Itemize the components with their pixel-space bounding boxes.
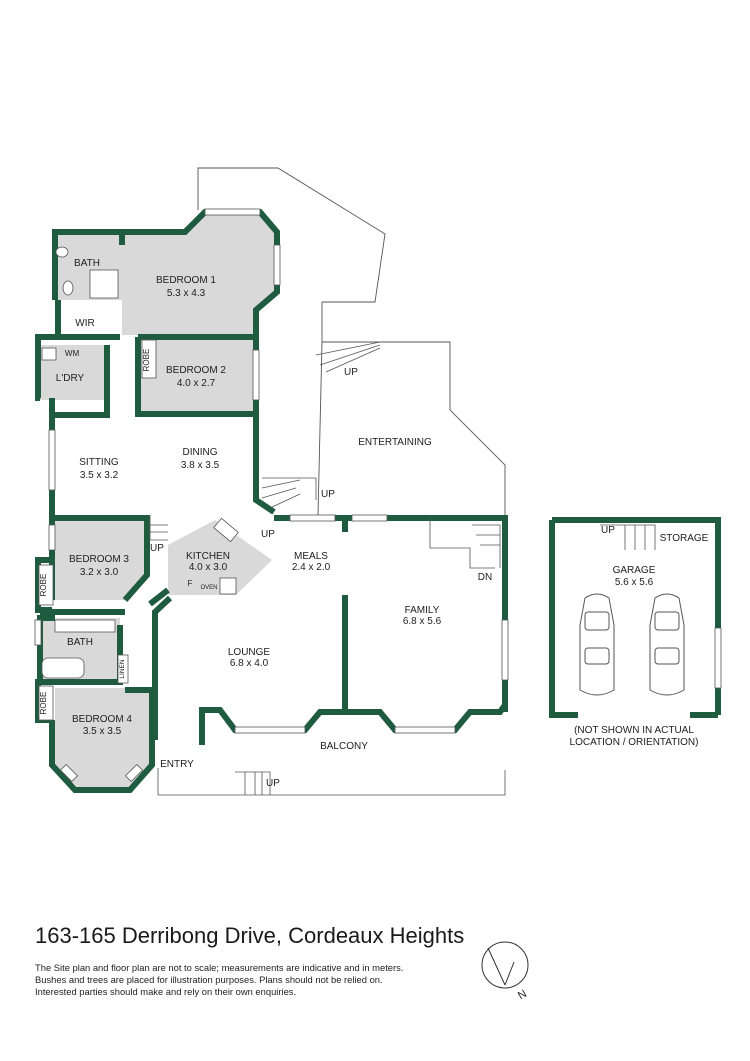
bedroom3-size: 3.2 x 3.0 (80, 567, 119, 578)
sink-icon (41, 347, 57, 361)
bedroom3-fill (55, 520, 145, 600)
vanity-icon (54, 619, 116, 633)
bedroom4-label: BEDROOM 4 (72, 714, 132, 725)
entertaining-up-label: UP (344, 367, 358, 378)
bedroom2-size: 4.0 x 2.7 (177, 378, 216, 389)
bath1-label: BATH (74, 258, 100, 269)
garage-label: GARAGE (613, 565, 656, 576)
bedroom4-fill (55, 688, 150, 788)
kitchen-size: 4.0 x 3.0 (189, 562, 228, 573)
entertaining-label: ENTERTAINING (358, 437, 432, 448)
meals-label: MEALS (294, 551, 328, 562)
disclaimer-line-1: The Site plan and floor plan are not to … (35, 962, 404, 973)
bedroom3-label: BEDROOM 3 (69, 554, 129, 565)
kitchen-sink-icon (213, 517, 239, 543)
bath-tub-icon (41, 657, 85, 679)
basin-icon (55, 246, 69, 258)
kitchen-label: KITCHEN (186, 551, 230, 562)
toilet-icon (62, 280, 74, 296)
cooktop-icon (219, 577, 237, 595)
garage-size: 5.6 x 5.6 (615, 577, 654, 588)
lounge-size: 6.8 x 4.0 (230, 658, 269, 669)
shower-icon (89, 269, 119, 299)
bedroom2-label: BEDROOM 2 (166, 365, 226, 376)
balcony-label: BALCONY (320, 741, 368, 752)
kitchen-up-label: UP (261, 529, 275, 540)
bath2-label: BATH (67, 637, 93, 648)
robe2-box (141, 339, 157, 379)
balcony-up-label: UP (266, 778, 280, 789)
disclaimer-line-2: Bushes and trees are placed for illustra… (35, 974, 383, 986)
car-right-icon (649, 593, 685, 696)
sitting-up-label: UP (150, 543, 164, 554)
dining-label: DINING (183, 447, 218, 458)
dining-up-label: UP (321, 489, 335, 500)
kitchen-fill (168, 520, 272, 595)
laundry-label: L'DRY (56, 373, 85, 384)
family-size: 6.8 x 5.6 (403, 616, 442, 627)
windows (34, 208, 722, 783)
garage-note-line2: LOCATION / ORIENTATION) (570, 737, 699, 748)
entry-label: ENTRY (160, 759, 194, 770)
linen-label: LINEN (119, 659, 126, 678)
family-label: FAMILY (405, 605, 440, 616)
disclaimer-line-3: Interested parties should make and rely … (35, 986, 297, 998)
lounge-label: LOUNGE (228, 647, 271, 658)
robe3-label: ROBE (39, 574, 48, 597)
sitting-size: 3.5 x 3.2 (80, 470, 119, 481)
robe4-label: ROBE (39, 692, 48, 715)
bedroom1-label: BEDROOM 1 (156, 275, 216, 286)
robe2-label: ROBE (142, 349, 151, 372)
car-left-icon (579, 593, 615, 696)
compass-icon (481, 941, 529, 989)
bedroom1-size: 5.3 x 4.3 (167, 288, 206, 299)
garage-note-line1: (NOT SHOWN IN ACTUAL (574, 725, 694, 736)
sitting-label: SITTING (79, 457, 119, 468)
oven-label: OVEN (200, 585, 217, 591)
linen-box (117, 654, 129, 684)
garage-up-label: UP (601, 525, 615, 536)
car-icons (579, 593, 685, 696)
property-address: 163-165 Derribong Drive, Cordeaux Height… (35, 923, 465, 948)
robe4-box (38, 685, 54, 721)
bedroom4-size: 3.5 x 3.5 (83, 726, 122, 737)
family-dn-label: DN (478, 572, 492, 583)
storage-label: STORAGE (660, 533, 709, 544)
dining-size: 3.8 x 3.5 (181, 460, 220, 471)
fixtures (38, 246, 239, 721)
bedroom1-fill (122, 212, 275, 335)
robe3-box (38, 564, 54, 606)
disclaimer: The Site plan and floor plan are not to … (35, 962, 475, 999)
stair-labels: UP UP UP UP DN UP UP (150, 367, 615, 789)
entertaining-deck (197, 167, 506, 518)
wir-label: WIR (75, 318, 94, 329)
wm-label: WM (65, 349, 80, 358)
fridge-label: F (188, 579, 193, 588)
compass-n-label: N (516, 988, 529, 1002)
room-labels: BATH BEDROOM 1 5.3 x 4.3 WIR WM L'DRY RO… (39, 258, 709, 770)
bedroom2-fill (140, 338, 255, 414)
meals-size: 2.4 x 2.0 (292, 562, 331, 573)
stairs (149, 341, 656, 796)
